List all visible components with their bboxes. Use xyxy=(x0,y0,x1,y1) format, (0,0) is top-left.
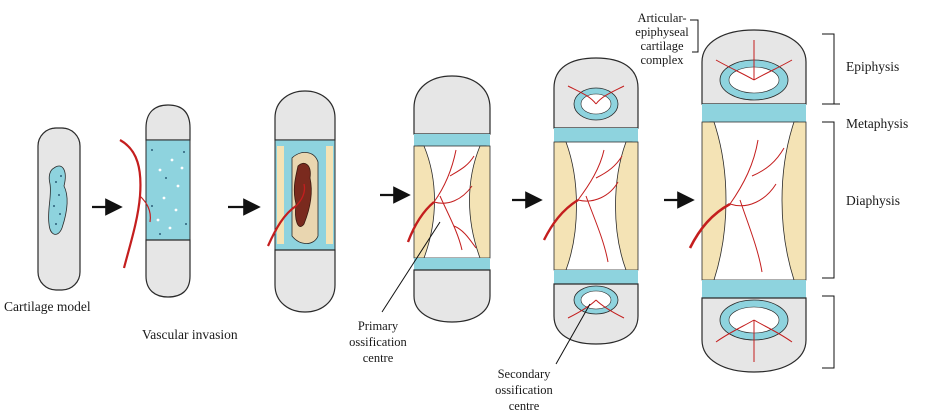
label-diaphysis: Diaphysis xyxy=(846,193,900,208)
stage-secondary-ossification xyxy=(544,58,638,364)
epiphysis-bracket xyxy=(822,34,834,104)
stage-cartilage-model xyxy=(38,128,80,290)
diaphysis-bracket xyxy=(822,122,834,278)
stage-vascular-invasion xyxy=(120,105,190,297)
label-articular-line2: epiphyseal xyxy=(635,25,689,39)
label-epiphysis: Epiphysis xyxy=(846,59,899,74)
label-secondary-line3: centre xyxy=(509,399,540,413)
label-articular-line1: Articular- xyxy=(637,11,686,25)
stage-primary-ossification xyxy=(382,76,490,322)
stage-bone-collar xyxy=(268,91,335,312)
label-primary-line3: centre xyxy=(363,351,394,365)
label-secondary-line2: ossification xyxy=(495,383,553,397)
label-cartilage-model: Cartilage model xyxy=(4,299,91,314)
label-primary-line2: ossification xyxy=(349,335,407,349)
label-articular-line3: cartilage xyxy=(640,39,683,53)
lower-epiphysis-bracket xyxy=(822,296,834,368)
label-secondary-line1: Secondary xyxy=(498,367,552,381)
articular-bracket xyxy=(690,20,698,52)
label-vascular-invasion: Vascular invasion xyxy=(142,327,238,342)
label-metaphysis: Metaphysis xyxy=(846,116,908,131)
label-primary-line1: Primary xyxy=(358,319,399,333)
stage-mature-bone xyxy=(690,30,806,372)
label-articular-line4: complex xyxy=(640,53,684,67)
